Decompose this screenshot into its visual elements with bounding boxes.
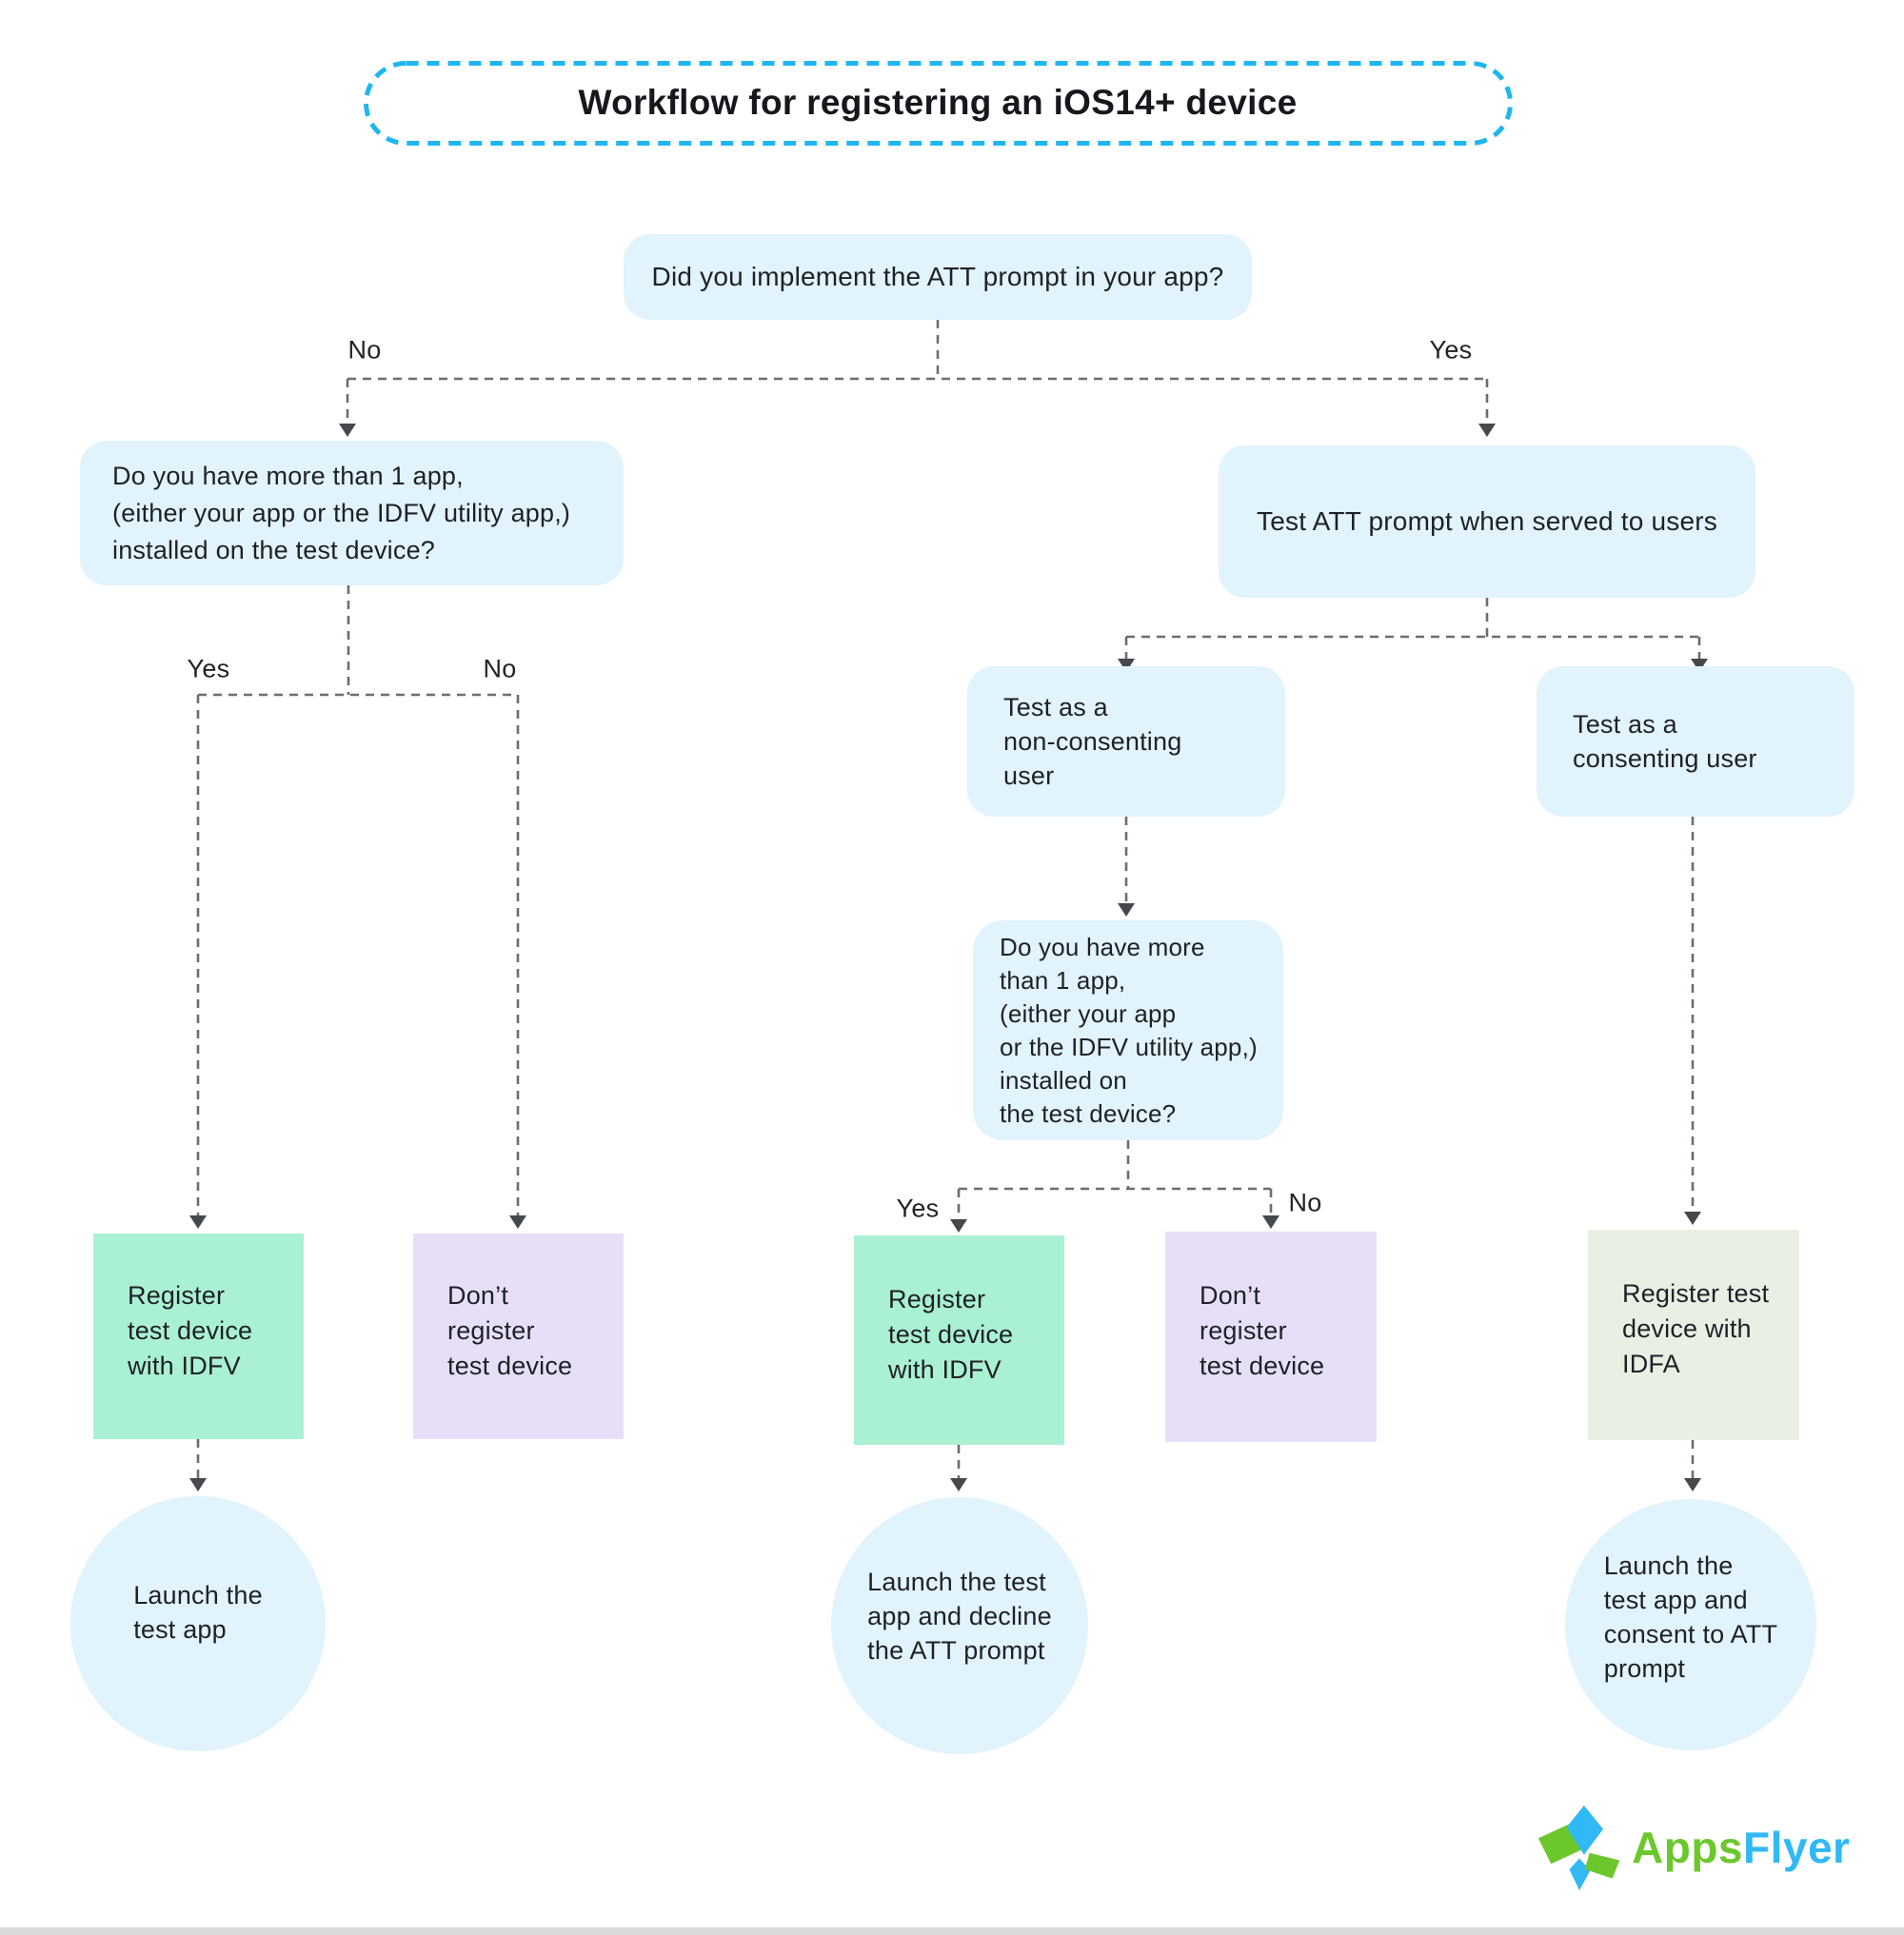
appsflyer-pinwheel-icon [1537,1805,1620,1891]
line: test device [888,1319,1014,1349]
line: app and decline [867,1602,1052,1630]
node-test-att-prompt: Test ATT prompt when served to users [1219,445,1755,598]
line: test app [133,1615,227,1644]
line: or the IDFV utility app,) [1000,1032,1258,1061]
node-register-idfa: Register test device with IDFA [1588,1230,1799,1440]
edge-label-no-top: No [347,335,382,365]
node-launch-decline-att: Launch the test app and decline the ATT … [831,1497,1088,1754]
node-register-idfa-text: Register test device with IDFA [1622,1276,1769,1382]
logo-word-apps: Apps [1632,1823,1743,1872]
node-register-idfv-left-text: Register test device with IDFV [128,1278,252,1384]
line: Register test [1622,1279,1770,1308]
node-test-att-prompt-text: Test ATT prompt when served to users [1257,506,1717,536]
line: Launch the test [867,1568,1046,1596]
edge-label-yes-mid: Yes [896,1194,940,1223]
node-multi-app-question-left: Do you have more than 1 app, (either you… [80,441,624,585]
edge-label-yes-left: Yes [187,654,230,683]
line: register [447,1315,535,1345]
node-launch-test-app-text: Launch the test app [133,1578,263,1647]
node-register-idfv-mid: Register test device with IDFV [854,1235,1064,1445]
line: installed on [1000,1065,1127,1095]
node-launch-decline-att-text: Launch the test app and decline the ATT … [867,1565,1052,1668]
node-multi-app-question-mid: Do you have more than 1 app, (either you… [973,920,1283,1140]
appsflyer-wordmark: AppsFlyer [1632,1822,1850,1873]
line: consenting user [1573,744,1757,773]
node-consenting-user-text: Test as a consenting user [1573,707,1757,776]
line: Don’t [447,1280,509,1310]
diagram-title: Workflow for registering an iOS14+ devic… [578,83,1298,122]
line: Register [888,1284,986,1313]
line: device with [1622,1314,1752,1343]
line: Do you have more than 1 app, [112,461,464,490]
appsflyer-logo: AppsFlyer [1535,1802,1850,1893]
node-launch-test-app: Launch the test app [70,1496,326,1751]
line: (either your app or the IDFV utility app… [112,498,571,527]
line: Don’t [1200,1281,1261,1310]
page-bottom-bar [0,1927,1904,1935]
line: with IDFV [888,1354,1002,1384]
line: test app and [1603,1586,1748,1614]
line: Do you have more [1000,932,1205,961]
title-border [364,61,1513,146]
line: user [1003,761,1055,790]
node-multi-app-question-mid-text: Do you have more than 1 app, (either you… [1000,931,1258,1131]
line: Launch the [1603,1551,1734,1580]
line: the test device? [1000,1098,1177,1128]
line: (either your app [1000,998,1177,1028]
logo-word-flyer: Flyer [1743,1823,1851,1872]
node-dont-register-mid-text: Don’t register test device [1200,1278,1324,1384]
node-att-prompt-question: Did you implement the ATT prompt in your… [624,234,1252,320]
edge-label-no-left: No [483,654,517,683]
node-register-idfv-left: Register test device with IDFV [93,1234,304,1439]
line: Test as a [1003,693,1108,721]
line: with IDFV [128,1351,241,1380]
line: IDFA [1622,1350,1680,1378]
line: Test as a [1573,710,1677,739]
arrowheads [189,424,1708,1491]
line: register [1200,1316,1287,1345]
connectors [196,320,1701,1479]
line: than 1 app, [1000,965,1126,995]
line: Launch the [133,1581,263,1609]
line: non-consenting [1003,727,1182,756]
edge-label-yes-top: Yes [1429,335,1473,365]
node-dont-register-mid: Don’t register test device [1165,1232,1377,1442]
node-att-prompt-question-text: Did you implement the ATT prompt in your… [651,262,1224,291]
line: consent to ATT [1603,1620,1778,1649]
node-non-consenting-user: Test as a non-consenting user [967,666,1285,817]
line: test device [128,1315,253,1345]
node-multi-app-question-left-text: Do you have more than 1 app, (either you… [112,458,570,569]
node-consenting-user: Test as a consenting user [1537,666,1854,817]
edge-label-no-mid: No [1288,1188,1322,1217]
line: the ATT prompt [867,1636,1045,1665]
node-register-idfv-mid-text: Register test device with IDFV [888,1282,1013,1388]
node-dont-register-left: Don’t register test device [413,1234,624,1439]
node-non-consenting-user-text: Test as a non-consenting user [1003,690,1181,793]
line: prompt [1603,1654,1686,1683]
line: test device [1200,1352,1325,1380]
line: test device [447,1351,573,1380]
node-dont-register-left-text: Don’t register test device [447,1278,572,1384]
node-launch-consent-att: Launch the test app and consent to ATT p… [1565,1499,1816,1750]
node-launch-consent-att-text: Launch the test app and consent to ATT p… [1604,1549,1777,1686]
line: installed on the test device? [112,535,436,564]
line: Register [128,1280,226,1310]
